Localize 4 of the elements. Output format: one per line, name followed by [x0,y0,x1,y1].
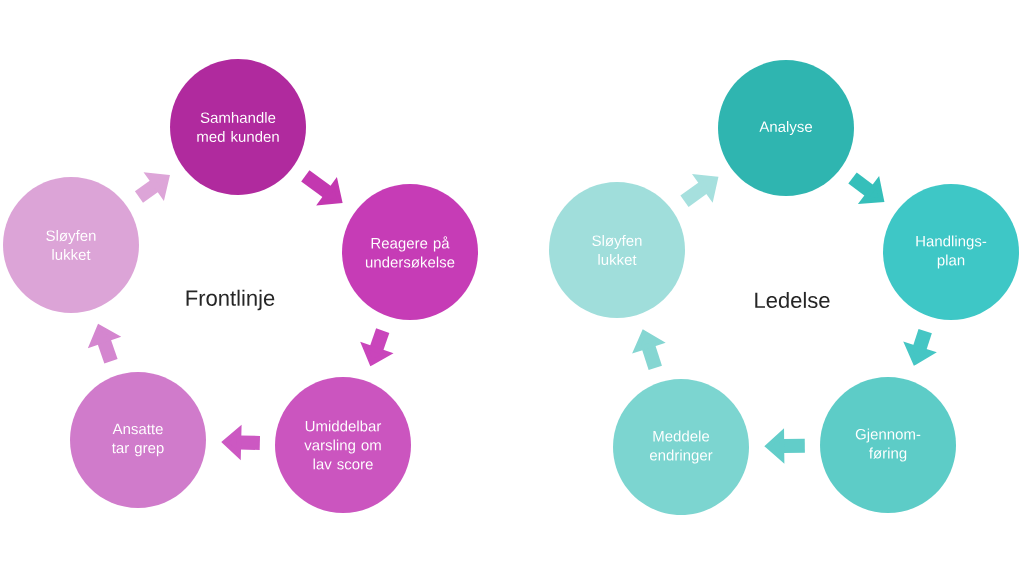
block-arrow [134,172,170,203]
block-arrow [301,170,343,206]
cycle-title: Frontlinje [186,289,275,311]
cycle-title: Ledelse [755,291,830,309]
